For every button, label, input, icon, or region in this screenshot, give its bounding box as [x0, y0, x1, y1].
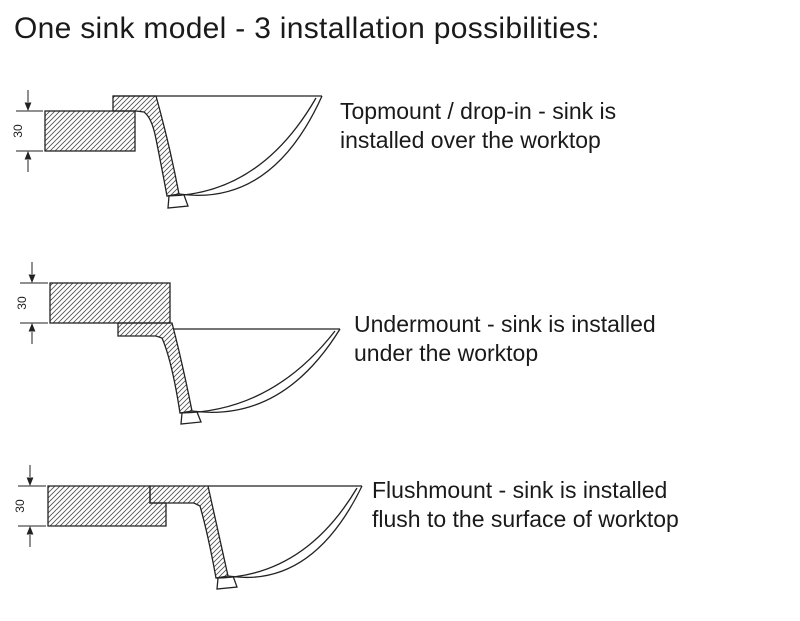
dimension-annotation: 30 [15, 262, 48, 344]
bowl-inner-line [179, 330, 336, 414]
worktop-cross-section [47, 485, 167, 527]
bowl-foot [216, 575, 238, 590]
section-topmount: 30 Topmount / drop-in - sink is installe… [10, 81, 800, 216]
caption-line: flush to the surface of worktop [372, 506, 679, 533]
section-flushmount: 30 Flushmount - sink is installed flush … [10, 456, 800, 596]
worktop-cross-section [49, 282, 171, 324]
caption-undermount: Undermount - sink is installed under the… [354, 310, 656, 369]
sink-rim-section [117, 322, 193, 414]
dimension-annotation: 30 [11, 90, 43, 172]
caption-topmount: Topmount / drop-in - sink is installed o… [340, 97, 616, 156]
bowl-inner-line [166, 97, 317, 197]
caption-line: Flushmount - sink is installed [372, 477, 668, 503]
caption-line: Undermount - sink is installed [354, 311, 656, 337]
caption-line: installed over the worktop [340, 127, 601, 154]
dimension-label: 30 [15, 296, 29, 310]
flushmount-diagram: 30 [13, 465, 363, 590]
sink-profile [149, 485, 363, 590]
dimension-label: 30 [13, 499, 27, 513]
undermount-diagram: 30 [15, 262, 341, 425]
caption-flushmount: Flushmount - sink is installed flush to … [372, 476, 679, 535]
sink-rim-section [112, 95, 180, 197]
page-title: One sink model - 3 installation possibil… [14, 12, 600, 45]
caption-line: under the worktop [354, 340, 539, 367]
dimension-label: 30 [11, 124, 25, 138]
bowl-outer-line [191, 328, 341, 413]
caption-line: Topmount / drop-in - sink is [340, 98, 617, 124]
dimension-extension-lines [20, 282, 48, 324]
bowl-foot [180, 411, 202, 425]
dimension-extension-lines [18, 485, 46, 527]
bowl-foot [167, 194, 189, 209]
bowl-outer-line [178, 95, 323, 196]
worktop-cross-section [44, 110, 136, 152]
sink-rim-section [149, 485, 229, 579]
sink-profile [112, 95, 323, 209]
bowl-outer-line [227, 485, 363, 578]
bowl-inner-line [215, 487, 358, 579]
section-undermount: 30 Undermount - sink is installed under … [10, 256, 800, 431]
sink-profile [117, 322, 341, 425]
dimension-annotation: 30 [13, 465, 46, 547]
dimension-extension-lines [16, 110, 43, 152]
topmount-diagram: 30 [11, 90, 323, 209]
